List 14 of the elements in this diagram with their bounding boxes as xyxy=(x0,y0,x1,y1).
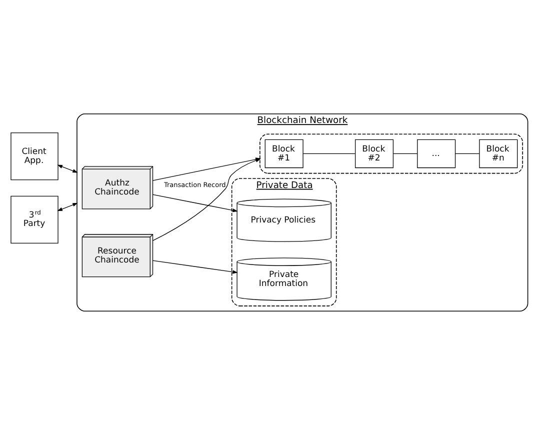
node-box: Block #1 xyxy=(264,138,304,168)
cluster xyxy=(260,133,523,174)
connector xyxy=(392,152,418,154)
arrow xyxy=(57,202,78,211)
node-box: Block #n xyxy=(479,138,518,168)
node-box: 3$^{rd}$ Party xyxy=(10,195,58,244)
arrow xyxy=(152,260,238,274)
arrow xyxy=(57,164,78,172)
connector xyxy=(455,152,480,154)
node-box: Client App. xyxy=(10,132,58,180)
connector xyxy=(302,152,356,154)
node-box: ... xyxy=(417,138,456,168)
arrow xyxy=(152,194,238,212)
node-box: Block #2 xyxy=(354,138,394,168)
